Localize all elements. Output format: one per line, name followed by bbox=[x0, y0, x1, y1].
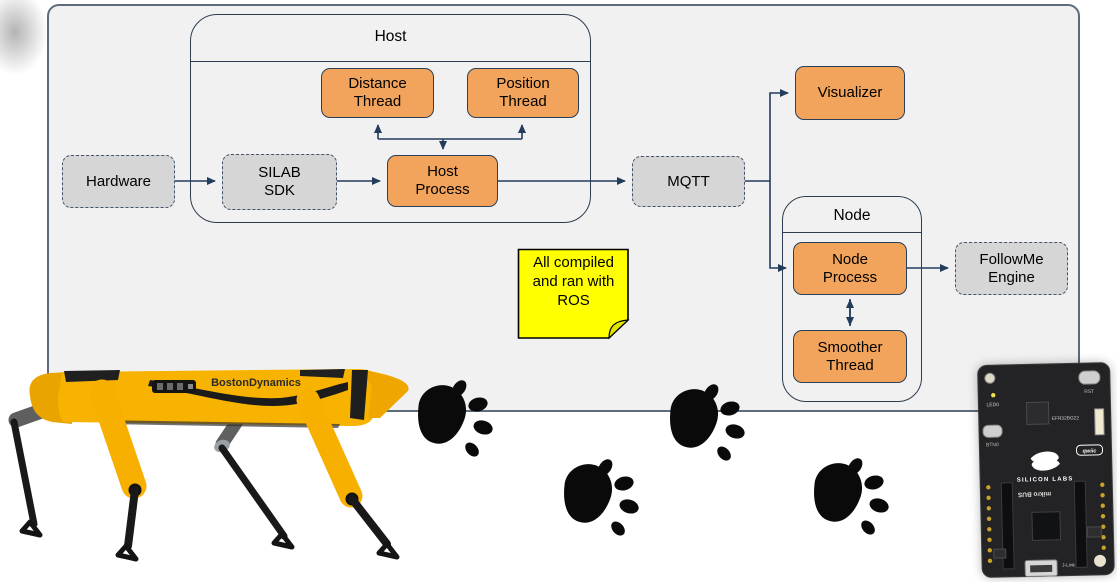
host-group: Host bbox=[190, 14, 591, 223]
btn0-button bbox=[982, 424, 1003, 438]
robot-front-near-shin bbox=[348, 495, 391, 548]
host-process-box: Host Process bbox=[387, 155, 498, 207]
node-group-title: Node bbox=[833, 207, 871, 224]
pin-header-left bbox=[1000, 482, 1015, 570]
robot-button bbox=[177, 383, 183, 390]
robot-brand-label: BostonDynamics bbox=[211, 377, 301, 389]
hardware-box: Hardware bbox=[62, 155, 175, 208]
chip-label: EFR32BG22 bbox=[1052, 415, 1080, 422]
robot-front-near-thigh bbox=[296, 388, 363, 508]
robot-belly-seam bbox=[100, 420, 340, 428]
smoother-thread-box: Smoother Thread bbox=[793, 330, 907, 383]
small-component bbox=[1086, 526, 1102, 538]
mikrobus-label: mikro BUS bbox=[1017, 490, 1051, 498]
btn0-label: BTN0 bbox=[986, 442, 999, 448]
robot-foot-icon bbox=[274, 534, 292, 547]
reset-button bbox=[1078, 370, 1101, 385]
reset-label: RST bbox=[1084, 389, 1094, 395]
silicon-labs-logo-icon bbox=[1030, 451, 1060, 471]
node-process-box: Node Process bbox=[793, 242, 907, 295]
qwiic-badge bbox=[1075, 444, 1104, 456]
robot-button bbox=[157, 383, 163, 390]
mcu-chip bbox=[1031, 511, 1062, 541]
robot-front-far-shin bbox=[218, 444, 288, 540]
paw-print-icon bbox=[564, 456, 641, 539]
silabs-devboard-image: RST LED0 BTN0 EFR32BG22 qwiic SILICON LA… bbox=[977, 362, 1115, 578]
board-mount-hole bbox=[984, 372, 996, 384]
robot-nose bbox=[358, 369, 409, 418]
paw-print-icon bbox=[814, 455, 891, 538]
robot-rear-near-thigh bbox=[89, 379, 147, 499]
robot-rear-near-shin bbox=[124, 486, 139, 550]
board-mount-hole bbox=[1094, 554, 1107, 567]
qwiic-connector bbox=[1094, 408, 1105, 436]
host-group-divider bbox=[191, 61, 590, 62]
robot-foot-icon bbox=[118, 546, 136, 559]
mqtt-box: MQTT bbox=[632, 156, 745, 207]
sticky-note: All compiled and ran with ROS bbox=[517, 248, 630, 340]
qwiic-label: qwiic bbox=[1083, 448, 1097, 454]
corner-smudge bbox=[0, 0, 50, 78]
led0-icon bbox=[991, 392, 996, 398]
sticky-note-shape bbox=[517, 248, 630, 340]
sticky-note-text: All compiled and ran with ROS bbox=[532, 254, 615, 309]
node-group-divider bbox=[783, 232, 921, 233]
usb-slot bbox=[1030, 564, 1053, 573]
followme-engine-box: FollowMe Engine bbox=[955, 242, 1068, 295]
silab-sdk-box: SILAB SDK bbox=[222, 154, 337, 210]
host-group-title: Host bbox=[374, 28, 407, 45]
jlink-label: J-Link bbox=[1062, 562, 1076, 568]
silabs-brand-label: SILICON LABS bbox=[1017, 476, 1074, 483]
gold-pads bbox=[986, 482, 1106, 564]
robot-button bbox=[188, 384, 193, 389]
pin-header-right bbox=[1073, 480, 1088, 568]
visualizer-box: Visualizer bbox=[795, 66, 905, 120]
position-thread-box: Position Thread bbox=[467, 68, 579, 118]
led0-label: LED0 bbox=[986, 402, 999, 408]
robot-foot-icon bbox=[379, 544, 397, 557]
robot-rear-panel bbox=[64, 370, 120, 382]
robot-rear-far-shin bbox=[10, 418, 38, 528]
robot-front-panel bbox=[300, 369, 345, 378]
spot-robot-image: BostonDynamics bbox=[8, 369, 409, 582]
distance-thread-box: Distance Thread bbox=[321, 68, 434, 118]
small-component bbox=[993, 548, 1007, 559]
radio-chip bbox=[1025, 401, 1050, 425]
node-group: Node bbox=[782, 196, 922, 402]
robot-button bbox=[167, 383, 173, 390]
robot-face-band bbox=[350, 370, 368, 420]
